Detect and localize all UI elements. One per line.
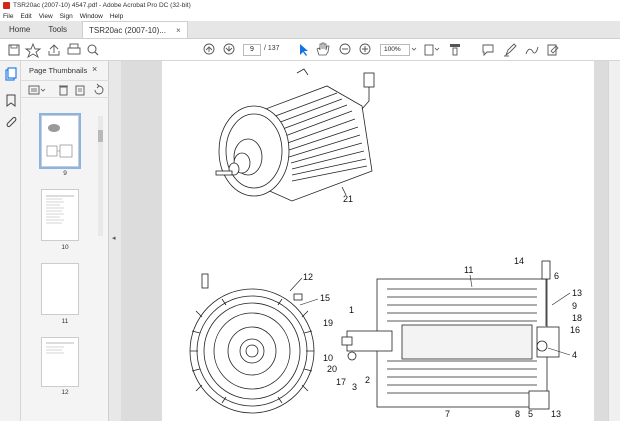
- fit-page-icon[interactable]: [424, 44, 440, 56]
- callout-9: 9: [572, 301, 577, 311]
- menu-view[interactable]: View: [38, 12, 53, 20]
- thumbnail-label-11: 11: [61, 318, 69, 325]
- panel-toolbar: [21, 80, 109, 98]
- thumbnail-label-9: 9: [63, 170, 67, 177]
- zoom-level-input[interactable]: 100%: [380, 44, 410, 56]
- callout-12: 12: [303, 272, 313, 282]
- menu-bar: File Edit View Sign Window Help: [0, 11, 620, 21]
- thumbnail-page-9[interactable]: [39, 113, 81, 169]
- callout-17: 17: [336, 377, 346, 387]
- page-up-icon[interactable]: [203, 43, 215, 55]
- upload-icon[interactable]: [48, 44, 60, 56]
- motor-isometric-drawing: [215, 68, 375, 202]
- scroll-mode-icon[interactable]: [450, 44, 460, 56]
- callout-20: 20: [327, 364, 337, 374]
- thumbnail-9-preview: [46, 124, 73, 158]
- callout-8: 8: [515, 409, 520, 419]
- callout-18: 18: [572, 313, 582, 323]
- bookmark-star-icon[interactable]: [24, 42, 42, 59]
- callout-6: 6: [554, 271, 559, 281]
- save-icon[interactable]: [8, 44, 20, 56]
- thumbnail-page-11[interactable]: [41, 263, 79, 315]
- callout-21: 21: [343, 194, 353, 204]
- page-down-icon[interactable]: [223, 43, 235, 55]
- thumbnail-label-12: 12: [61, 389, 69, 396]
- tab-document-label: TSR20ac (2007-10)...: [89, 25, 166, 35]
- thumbnail-12-preview: [46, 342, 74, 354]
- callout-2: 2: [365, 375, 370, 385]
- page-thumbnails-panel: Page Thumbnails × 9: [21, 61, 109, 421]
- callout-15: 15: [320, 293, 330, 303]
- delete-page-icon[interactable]: [59, 85, 68, 96]
- panel-title: Page Thumbnails: [29, 66, 88, 75]
- motor-front-view-drawing: [189, 273, 315, 414]
- thumbnail-label-10: 10: [61, 244, 69, 251]
- tab-document[interactable]: TSR20ac (2007-10)... ×: [82, 21, 188, 38]
- menu-help[interactable]: Help: [109, 12, 124, 20]
- menu-file[interactable]: File: [3, 12, 14, 20]
- thumbnail-10-preview: [46, 195, 74, 224]
- page-thumbnails-icon[interactable]: [5, 67, 17, 81]
- callout-10: 10: [323, 353, 333, 363]
- search-icon[interactable]: [87, 44, 99, 56]
- zoom-in-icon[interactable]: [359, 43, 371, 55]
- bookmarks-icon[interactable]: [6, 94, 16, 107]
- panel-tool-icons: [28, 83, 104, 96]
- attachments-icon[interactable]: [6, 116, 17, 128]
- hand-icon[interactable]: [316, 42, 330, 56]
- comment-icon[interactable]: [482, 44, 494, 57]
- highlight-pen-icon[interactable]: [504, 43, 517, 57]
- insert-page-icon[interactable]: [75, 85, 85, 96]
- callout-19: 19: [323, 318, 333, 328]
- document-page: 21 12 15: [162, 61, 594, 421]
- thumbnail-page-12[interactable]: [41, 337, 79, 387]
- callout-1: 1: [349, 305, 354, 315]
- motor-drawing: 21 12 15: [189, 68, 582, 419]
- draw-icon[interactable]: [525, 46, 539, 55]
- zoom-out-icon[interactable]: [339, 43, 351, 55]
- callout-11: 11: [464, 265, 473, 275]
- toolbar: [0, 39, 620, 61]
- callout-16: 16: [570, 325, 580, 335]
- page-total: / 137: [264, 45, 280, 52]
- zoom-dropdown-chevron-icon[interactable]: [411, 47, 417, 51]
- tab-bar: Home Tools TSR20ac (2007-10)... ×: [0, 21, 620, 39]
- panel-collapse-handle[interactable]: ◂: [109, 61, 121, 421]
- thumbnails-scrollbar[interactable]: [98, 116, 103, 236]
- collapse-chevron-icon[interactable]: ◂: [112, 235, 116, 242]
- acrobat-logo-icon: [3, 2, 10, 9]
- motor-section-view-drawing: [341, 260, 560, 410]
- callout-5: 5: [528, 409, 533, 419]
- callout-13-top: 13: [572, 288, 582, 298]
- toolbar-icons: [8, 42, 559, 59]
- right-scrollbar[interactable]: [608, 61, 620, 421]
- page-number-input[interactable]: 9: [243, 44, 261, 56]
- callout-4: 4: [572, 350, 577, 360]
- menu-edit[interactable]: Edit: [20, 12, 32, 20]
- print-icon[interactable]: [67, 43, 81, 55]
- callout-3: 3: [352, 382, 357, 392]
- thumbnail-options-icon[interactable]: [28, 85, 46, 95]
- select-arrow-icon[interactable]: [300, 44, 308, 56]
- tab-tools-label: Tools: [48, 24, 68, 34]
- callout-7: 7: [445, 409, 450, 419]
- title-bar: TSR20ac (2007-10) 4547.pdf - Adobe Acrob…: [0, 0, 620, 11]
- fill-sign-icon[interactable]: [547, 44, 559, 56]
- callout-13-bottom: 13: [551, 409, 561, 419]
- tab-close-icon[interactable]: ×: [175, 25, 181, 35]
- panel-close-icon[interactable]: ×: [92, 64, 98, 74]
- menu-sign[interactable]: Sign: [59, 12, 73, 20]
- thumbnails-scroll-thumb[interactable]: [98, 130, 103, 142]
- tab-home-label: Home: [9, 24, 31, 34]
- left-icon-rail: [0, 61, 21, 421]
- rotate-page-icon[interactable]: [94, 83, 104, 95]
- callout-14: 14: [514, 256, 524, 266]
- thumbnail-page-10[interactable]: [41, 189, 79, 241]
- tab-home[interactable]: Home: [0, 20, 39, 38]
- window-title: TSR20ac (2007-10) 4547.pdf - Adobe Acrob…: [13, 2, 191, 9]
- tab-tools[interactable]: Tools: [39, 20, 76, 38]
- rail-icons: [5, 67, 17, 128]
- menu-window[interactable]: Window: [79, 12, 103, 20]
